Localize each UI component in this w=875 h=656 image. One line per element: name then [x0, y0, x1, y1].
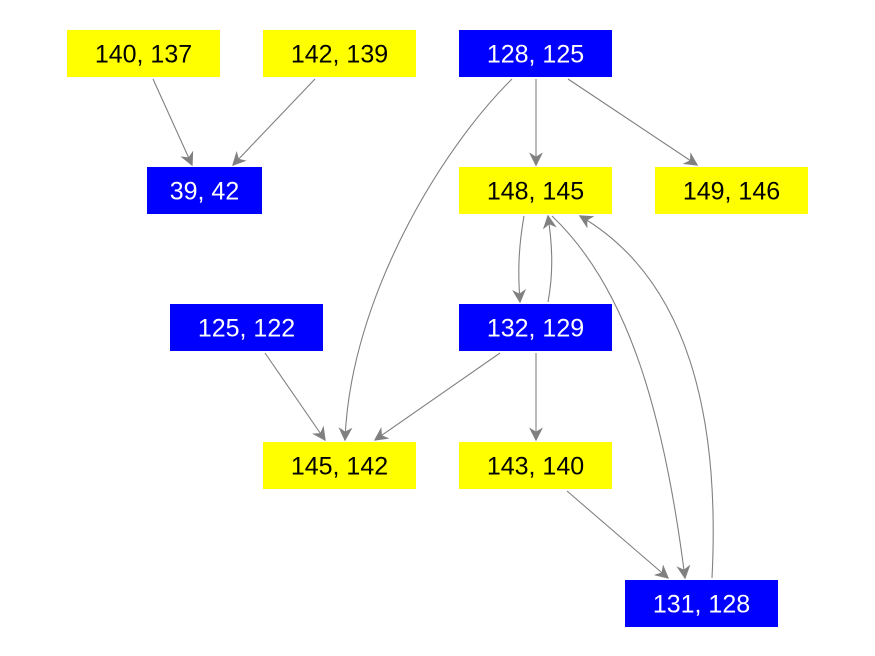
node-n39[interactable]: 39, 42 — [147, 167, 262, 214]
node-box — [147, 167, 262, 214]
edge-n132-to-n148 — [542, 214, 557, 303]
node-label: 142, 139 — [291, 41, 388, 69]
node-box — [625, 580, 778, 627]
node-box — [459, 167, 612, 214]
edge-n148-to-n132 — [512, 215, 527, 304]
node-label: 145, 142 — [291, 453, 388, 481]
node-n125[interactable]: 125, 122 — [170, 304, 323, 351]
node-box — [459, 442, 612, 489]
node-n143[interactable]: 143, 140 — [459, 442, 612, 489]
node-n148[interactable]: 148, 145 — [459, 167, 612, 214]
node-n128[interactable]: 128, 125 — [459, 30, 612, 77]
node-n142[interactable]: 142, 139 — [263, 30, 416, 77]
node-box — [459, 304, 612, 351]
node-n145[interactable]: 145, 142 — [263, 442, 416, 489]
node-label: 140, 137 — [95, 41, 192, 69]
node-box — [263, 442, 416, 489]
node-n131[interactable]: 131, 128 — [625, 580, 778, 627]
node-label: 125, 122 — [198, 315, 295, 343]
node-label: 149, 146 — [683, 178, 780, 206]
node-n140[interactable]: 140, 137 — [67, 30, 220, 77]
node-box — [263, 30, 416, 77]
edge-n148-to-n131 — [551, 215, 691, 580]
node-label: 128, 125 — [487, 41, 584, 69]
node-label: 143, 140 — [487, 453, 584, 481]
node-label: 131, 128 — [653, 591, 750, 619]
node-box — [459, 30, 612, 77]
node-box — [67, 30, 220, 77]
node-label: 132, 129 — [487, 315, 584, 343]
edge-n128-to-n149 — [567, 78, 699, 166]
node-n149[interactable]: 149, 146 — [655, 167, 808, 214]
node-label: 148, 145 — [487, 178, 584, 206]
edge-n131-to-n148 — [578, 215, 714, 579]
edge-n143-to-n131 — [566, 490, 670, 579]
edge-n140-to-n39 — [152, 78, 194, 167]
node-label: 39, 42 — [170, 178, 240, 206]
edge-n128-to-n145 — [338, 78, 513, 442]
node-n132[interactable]: 132, 129 — [459, 304, 612, 351]
node-box — [170, 304, 323, 351]
edge-n125-to-n145 — [264, 352, 326, 442]
edge-n142-to-n39 — [232, 78, 316, 167]
edge-n132-to-n145 — [373, 352, 501, 441]
node-box — [655, 167, 808, 214]
